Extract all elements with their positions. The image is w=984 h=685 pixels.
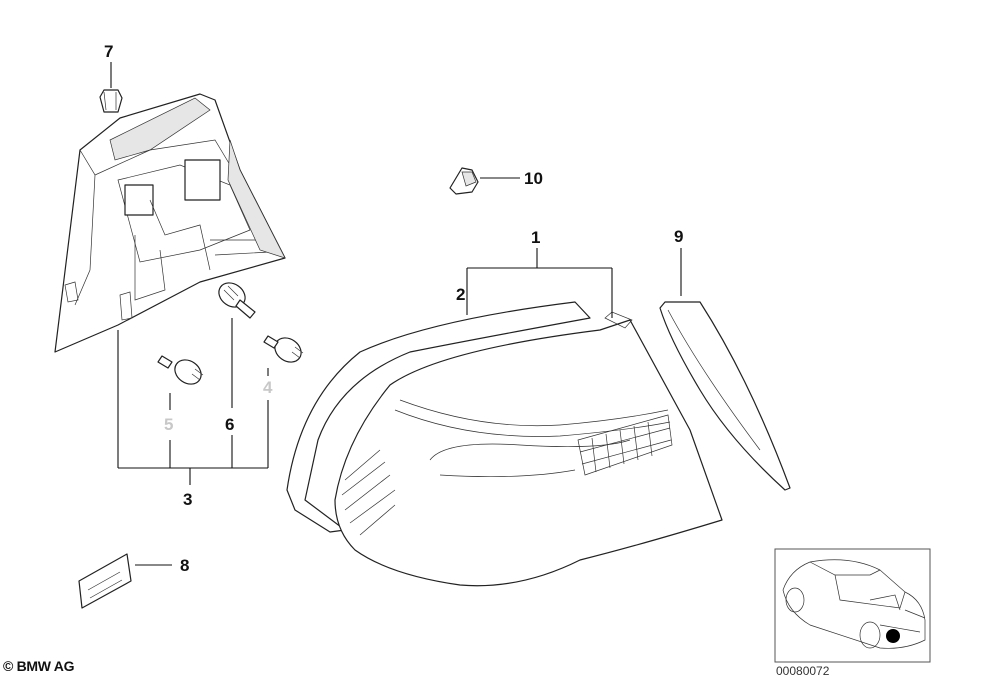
callout-5: 5 <box>164 415 173 434</box>
callout-6: 6 <box>225 415 234 434</box>
copyright-text: © BMW AG <box>3 658 75 674</box>
callout-1: 1 <box>531 228 540 247</box>
callout-8: 8 <box>180 556 189 575</box>
callout-9: 9 <box>674 227 683 246</box>
callout-2: 2 <box>456 285 465 304</box>
car-location-inset <box>774 548 931 663</box>
lamp-housing <box>54 93 286 353</box>
callout-3: 3 <box>183 490 192 509</box>
cap-part-10 <box>449 167 520 195</box>
reflector-strip-part-9 <box>659 248 791 491</box>
bulb-part-6 <box>218 282 256 319</box>
location-marker-icon <box>886 629 900 643</box>
diagram-number: 00080072 <box>776 664 830 678</box>
bulb-part-4 <box>263 335 304 363</box>
sticker-part-8 <box>78 553 172 609</box>
tail-light-lens-part-1 <box>286 301 723 587</box>
callout-10: 10 <box>524 169 543 188</box>
callout-7: 7 <box>104 42 113 61</box>
grommet-part-7 <box>99 62 123 113</box>
callout-4: 4 <box>263 378 273 397</box>
bulb-part-5 <box>157 355 204 385</box>
